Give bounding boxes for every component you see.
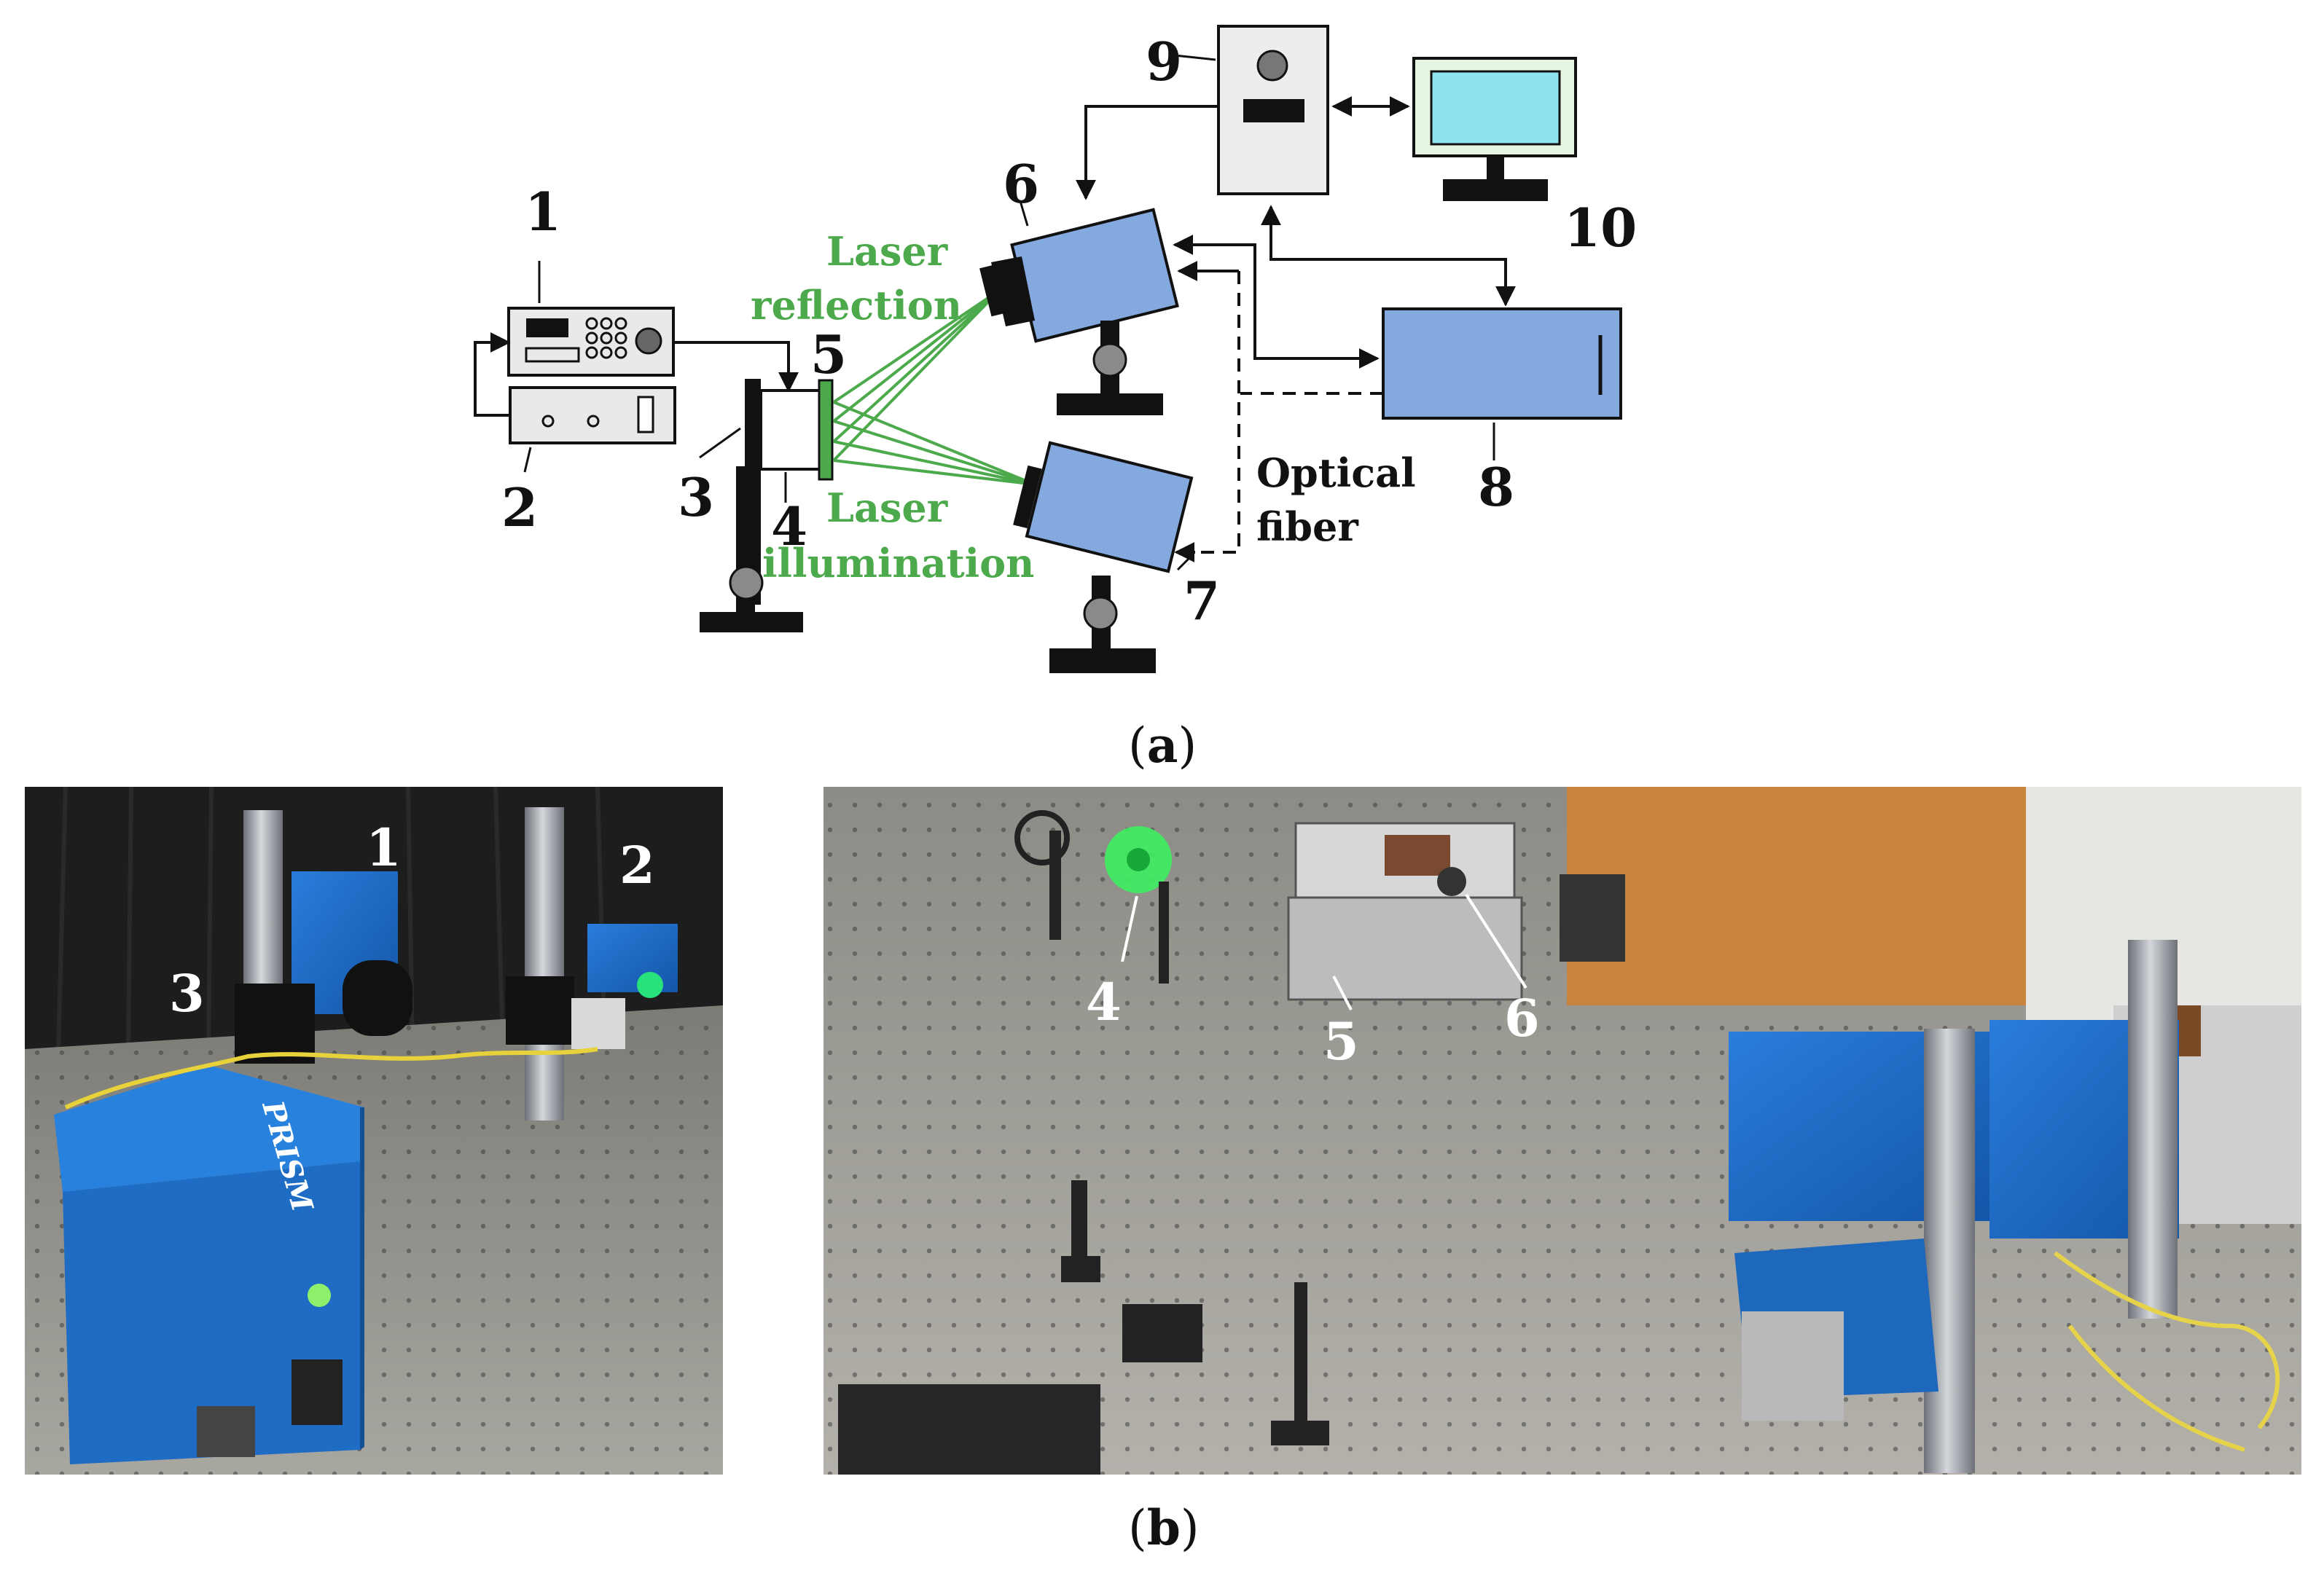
specimen-holder — [700, 379, 803, 632]
laser-reflection-line2: reflection — [751, 282, 962, 329]
label-6: 6 — [1003, 153, 1039, 215]
camera-photo — [235, 871, 412, 1064]
label-4: 4 — [771, 495, 807, 557]
laser-controller-box — [1382, 307, 1622, 420]
schematic-diagram: 1 2 3 4 5 6 7 8 9 10 Laser reflection La… — [474, 25, 1637, 774]
photo-left-label-3: 3 — [169, 963, 205, 1024]
photo-right: 4 5 6 — [823, 787, 2301, 1475]
signal-generator — [507, 307, 675, 377]
controller-unit — [1217, 25, 1329, 195]
laser-beams — [832, 289, 1036, 486]
label-2: 2 — [501, 476, 538, 538]
photo-right-label-6: 6 — [1504, 988, 1540, 1048]
optical-fiber-line2: fiber — [1256, 503, 1358, 550]
power-amplifier — [509, 386, 676, 444]
label-5: 5 — [810, 323, 847, 385]
prism-box-photo: PRISM — [54, 1065, 364, 1464]
label-10: 10 — [1564, 197, 1637, 259]
photo-right-label-4: 4 — [1086, 972, 1122, 1032]
laser-reflection-line1: Laser — [826, 228, 948, 275]
laser-illumination-line2: illumination — [762, 540, 1034, 586]
optical-fiber-line1: Optical — [1256, 450, 1416, 496]
label-1: 1 — [525, 181, 561, 243]
laser-illumination-line1: Laser — [826, 484, 948, 531]
photo-left-label-1: 1 — [366, 817, 402, 878]
label-8: 8 — [1478, 456, 1514, 518]
high-speed-camera — [979, 208, 1179, 415]
green-coating — [818, 379, 834, 481]
prism-camera-photo — [1729, 940, 2179, 1473]
photo-right-label-5: 5 — [1323, 1011, 1359, 1072]
specimen — [759, 389, 822, 471]
label-3: 3 — [678, 466, 714, 528]
laser-source — [1013, 441, 1194, 673]
caption-b: (b) — [1128, 1499, 1200, 1556]
photo-left: PRISM 1 2 3 — [25, 786, 723, 1475]
label-9: 9 — [1146, 31, 1182, 93]
label-7: 7 — [1183, 570, 1220, 632]
computer-monitor — [1412, 57, 1577, 201]
laser-photo — [506, 924, 678, 1049]
photo-left-label-2: 2 — [619, 835, 655, 895]
caption-a: (a) — [1128, 717, 1197, 774]
